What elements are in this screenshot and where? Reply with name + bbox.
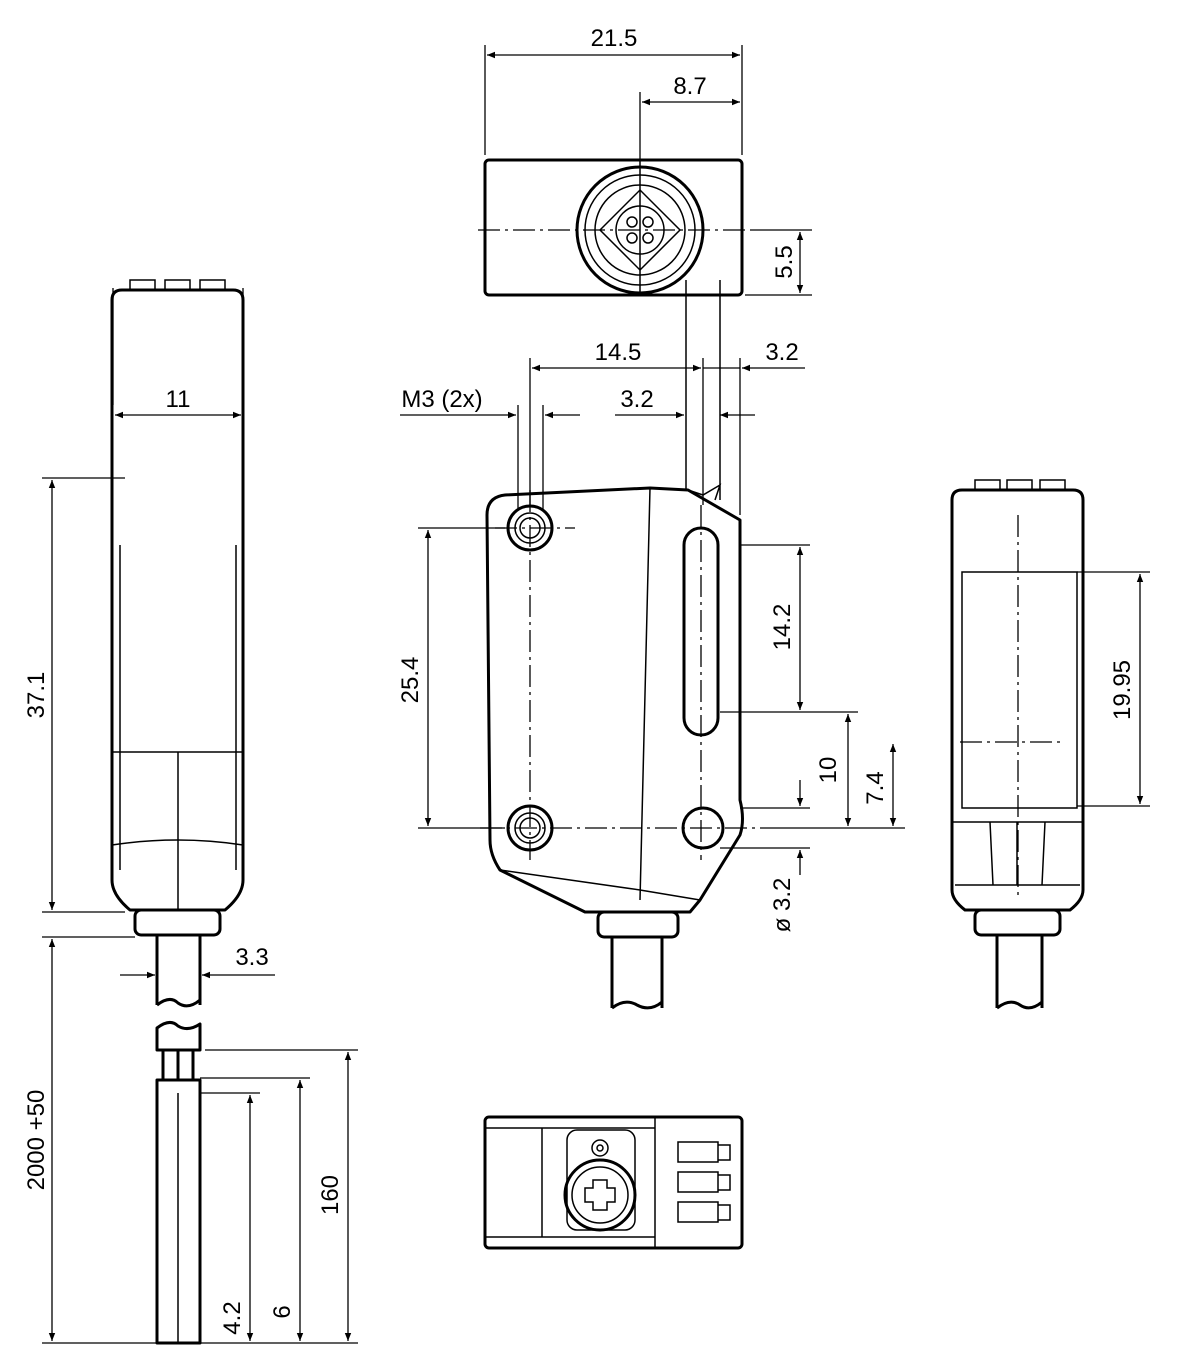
dim-center-height: 5.5 <box>771 245 798 278</box>
dim-hole-spacing-v: 25.4 <box>397 657 424 704</box>
dim-side-width: 11 <box>166 386 191 413</box>
dim-hole-diameter: ø 3.2 <box>769 878 796 933</box>
dim-width-21-5: 21.5 <box>591 25 638 52</box>
dim-wire-strip: 4.2 <box>219 1301 246 1334</box>
dim-optical-axis: 7.4 <box>862 771 889 804</box>
rear-view: 19.95 <box>950 479 1150 1010</box>
dim-hole-spacing-h: 14.5 <box>595 339 642 366</box>
dim-connector-offset: 8.7 <box>673 73 706 100</box>
top-view: 21.5 8.7 5.5 <box>478 25 812 297</box>
dim-cable-length: 2000 +50 <box>23 1090 50 1191</box>
dim-slot-width: 3.2 <box>620 386 653 413</box>
dim-wire-end: 6 <box>269 1305 296 1318</box>
dim-slot-length: 14.2 <box>769 604 796 651</box>
dim-window-height: 19.95 <box>1109 660 1136 720</box>
dim-strip-length: 160 <box>317 1175 344 1215</box>
side-view: 11 37.1 2000 +50 3.3 160 6 4.2 <box>23 279 358 1345</box>
dim-side-height: 37.1 <box>23 672 50 719</box>
bottom-view <box>483 1115 744 1250</box>
front-view: 14.5 3.2 M3 (2x) 3.2 25.4 14.2 10 7.4 ø … <box>397 280 905 1010</box>
dim-thread: M3 (2x) <box>401 386 482 413</box>
dim-slot-to-hole: 10 <box>815 757 842 784</box>
dim-edge-offset: 3.2 <box>765 339 798 366</box>
dim-cable-diameter: 3.3 <box>235 944 268 971</box>
